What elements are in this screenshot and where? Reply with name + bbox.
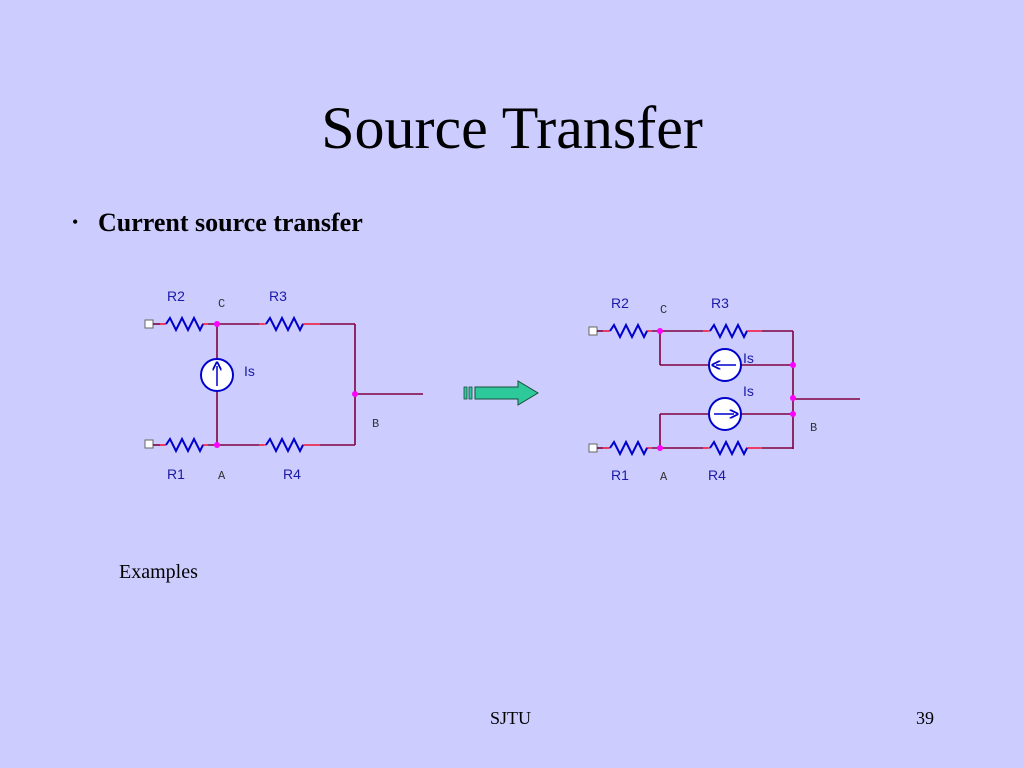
bullet-dot: •	[72, 212, 79, 232]
left-current-source	[200, 358, 234, 392]
right-label-r4: R4	[708, 467, 726, 483]
page-number: 39	[916, 708, 934, 728]
left-terminal-top	[144, 319, 154, 329]
left-label-node-b: B	[372, 417, 379, 431]
left-node-a-dot	[214, 442, 220, 448]
left-node-c-dot	[214, 321, 220, 327]
right-terminal-top	[588, 326, 598, 336]
left-label-r2: R2	[167, 288, 185, 304]
right-resistor-r3	[709, 322, 748, 340]
examples-caption: Examples	[119, 561, 198, 583]
bullet-text: Current source transfer	[98, 208, 363, 237]
slide-title: Source Transfer	[321, 95, 703, 161]
right-stubs	[603, 330, 762, 449]
right-label-source-bottom: Is	[743, 383, 754, 399]
right-resistor-r1	[609, 439, 648, 457]
left-terminal-bottom	[144, 439, 154, 449]
left-label-r3: R3	[269, 288, 287, 304]
right-node-dot	[790, 362, 796, 368]
right-resistor-r2	[609, 322, 648, 340]
right-current-source-bottom	[708, 397, 742, 431]
left-label-node-a: A	[218, 469, 226, 483]
right-label-node-a: A	[660, 470, 668, 484]
left-label-r1: R1	[167, 466, 185, 482]
transform-arrow-icon	[463, 380, 539, 406]
right-label-source-top: Is	[743, 350, 754, 366]
right-label-r3: R3	[711, 295, 729, 311]
left-label-r4: R4	[283, 466, 301, 482]
right-label-r2: R2	[611, 295, 629, 311]
left-wires	[153, 323, 423, 446]
left-label-node-c: C	[218, 297, 225, 311]
right-label-r1: R1	[611, 467, 629, 483]
right-current-source-top	[708, 348, 742, 382]
right-resistor-r4	[709, 439, 748, 457]
right-node-c-dot	[657, 328, 663, 334]
left-label-source: Is	[244, 363, 255, 379]
right-node-dot	[790, 411, 796, 417]
left-resistor-r3	[265, 315, 304, 333]
left-stubs	[160, 323, 320, 446]
right-node-b-dot	[790, 395, 796, 401]
right-node-a-dot	[657, 445, 663, 451]
right-label-node-b: B	[810, 421, 817, 435]
right-terminal-bottom	[588, 443, 598, 453]
left-node-b-dot	[352, 391, 358, 397]
left-resistor-r2	[165, 315, 204, 333]
right-label-node-c: C	[660, 303, 667, 317]
right-circuit: R2 R3 R1 R4 C A B Is Is	[588, 295, 860, 484]
left-resistor-r4	[265, 436, 304, 454]
left-circuit: R2 R3 R1 R4 C A B Is	[144, 288, 423, 483]
footer-org: SJTU	[490, 708, 532, 728]
left-resistor-r1	[165, 436, 204, 454]
